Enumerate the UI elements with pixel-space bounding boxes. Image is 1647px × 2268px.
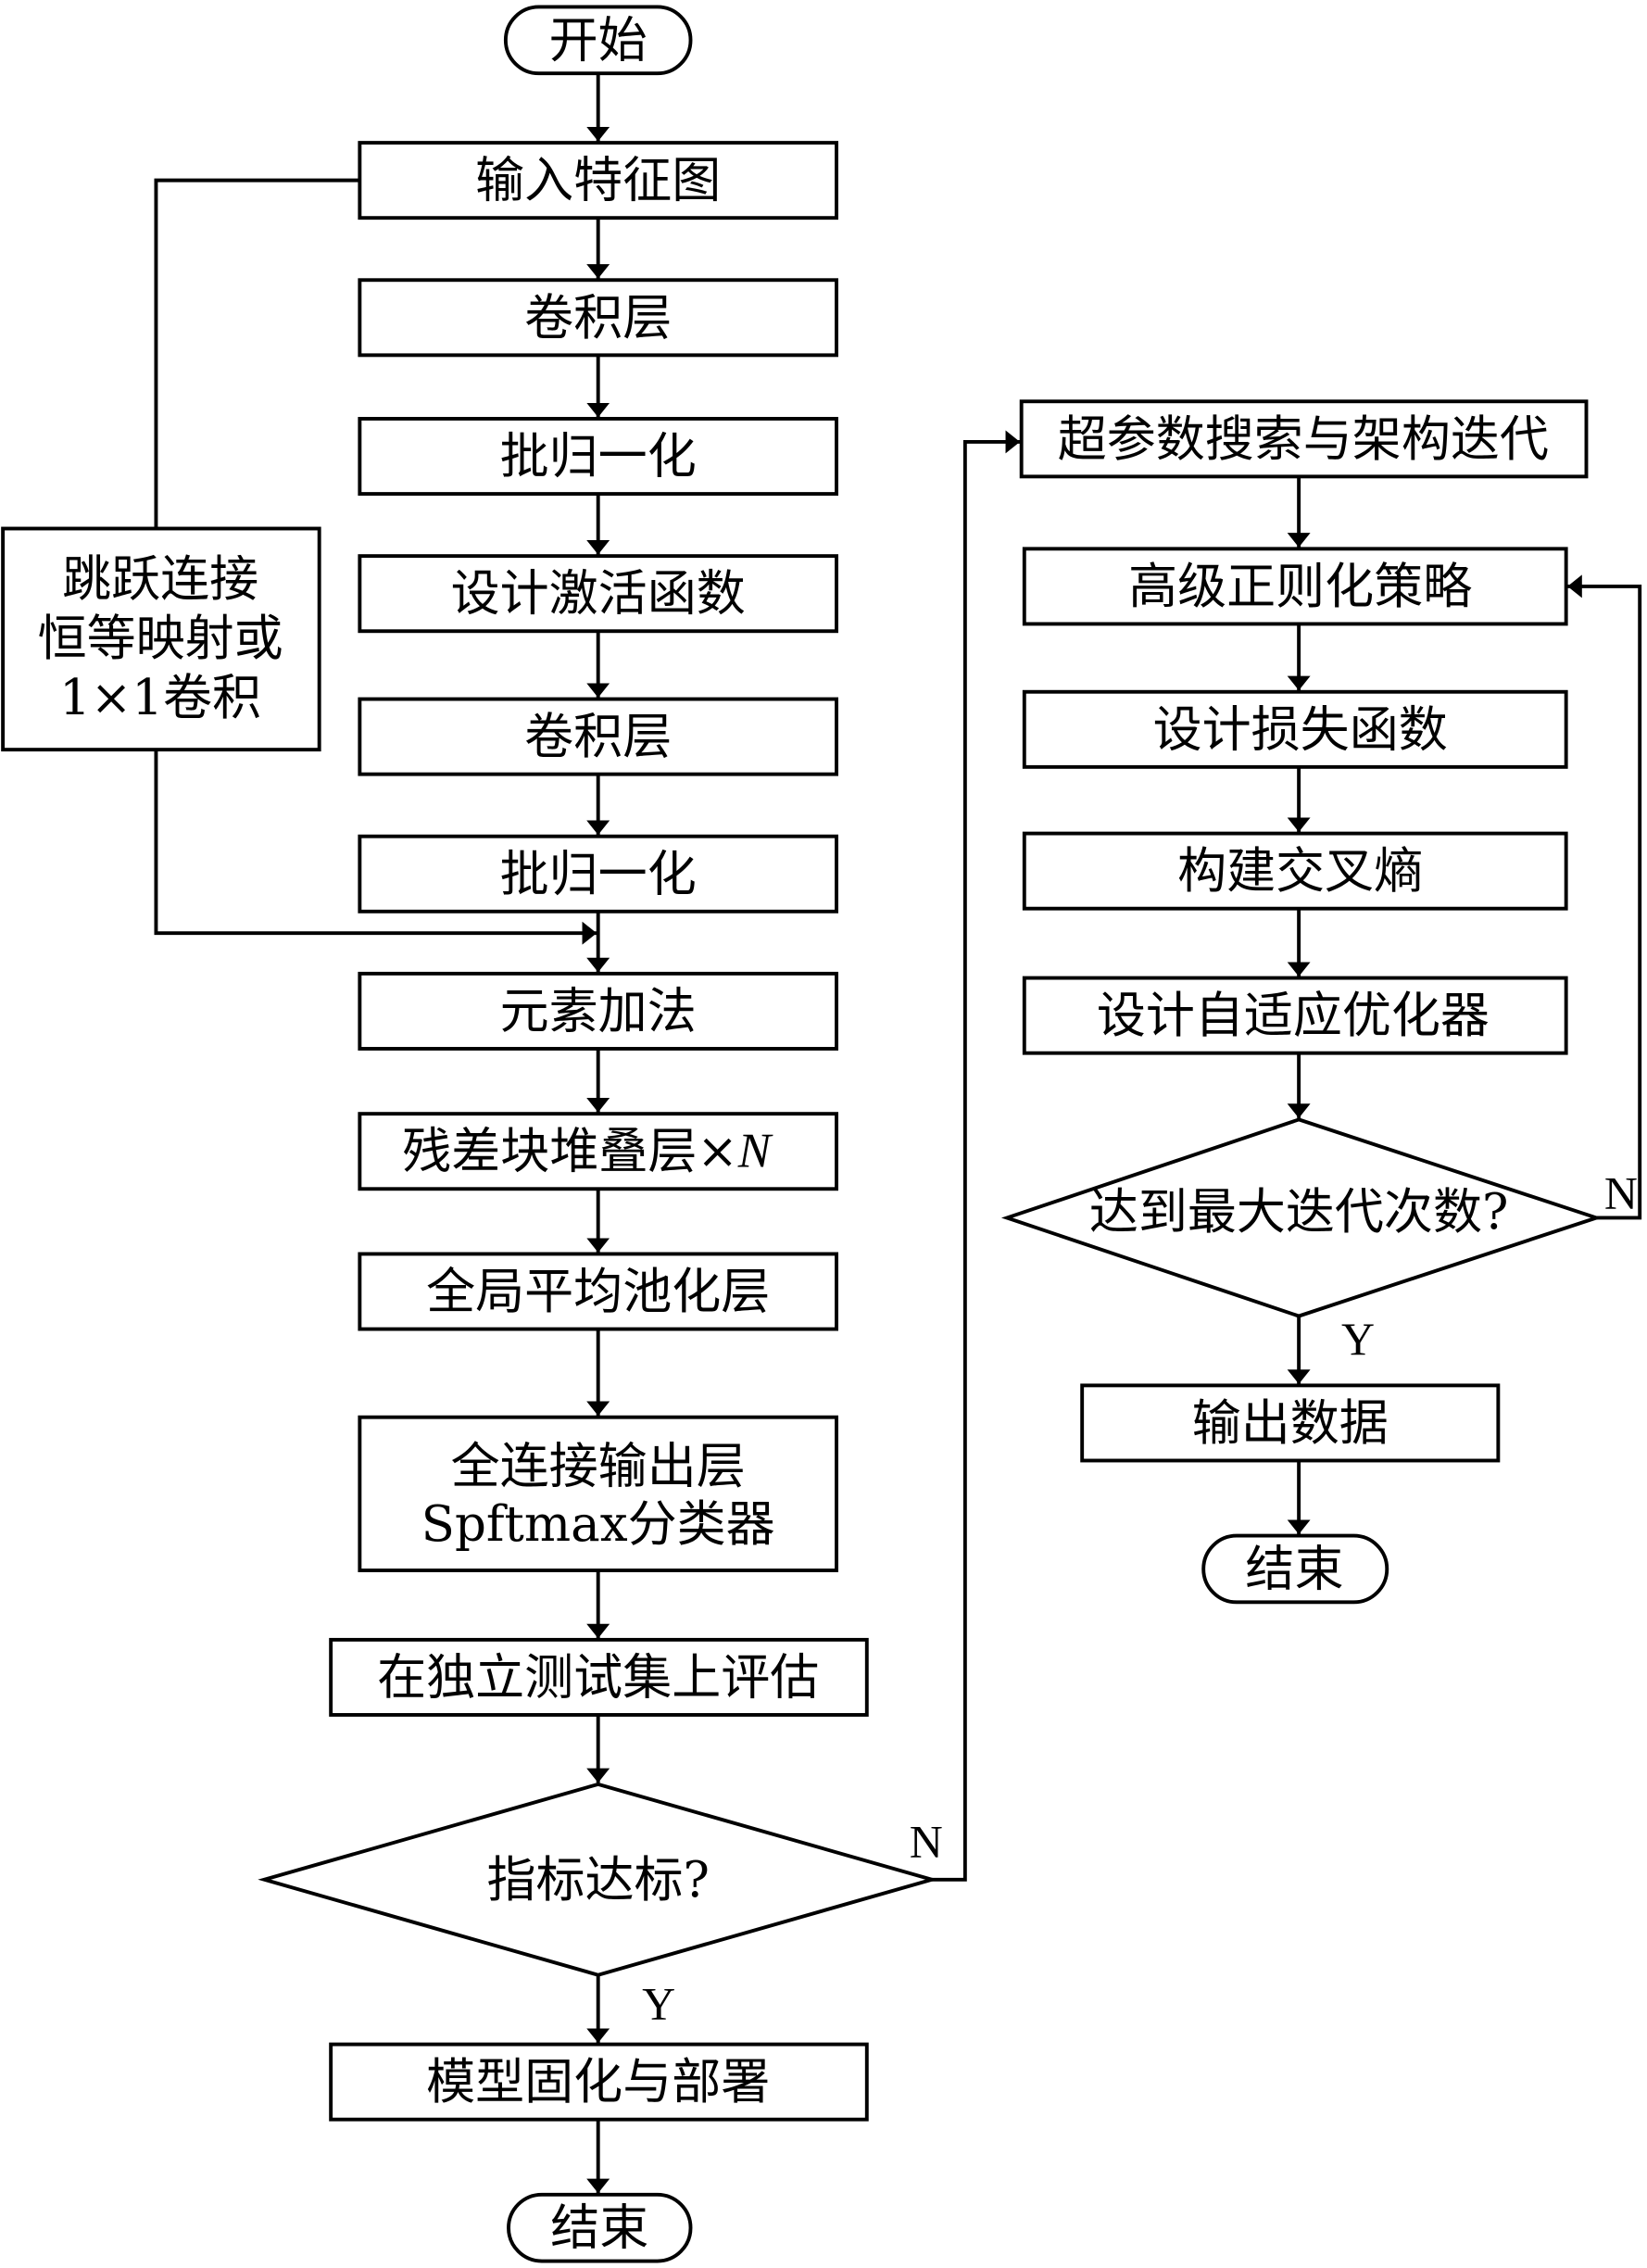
metric-decision-no-label: N (910, 1817, 943, 1868)
conv-layer-2-box: 卷积层 (358, 697, 838, 776)
element-addition-label: 元素加法 (500, 982, 697, 1040)
cross-entropy-box: 构建交叉熵 (1022, 831, 1568, 911)
evaluate-test-set-box: 在独立测试集上评估 (329, 1637, 869, 1717)
output-data-box: 输出数据 (1080, 1383, 1501, 1463)
output-data-label: 输出数据 (1192, 1394, 1389, 1452)
skip-connection-label-line2: 恒等映射或 (38, 610, 283, 667)
adaptive-optimizer-label: 设计自适应优化器 (1097, 987, 1490, 1044)
fully-connected-label-line1: 全连接输出层 (451, 1438, 746, 1495)
batch-norm-2-label: 批归一化 (500, 845, 697, 902)
evaluate-test-set-label: 在独立测试集上评估 (377, 1648, 819, 1706)
skip-connection-label-line3: 1×1卷积 (59, 669, 261, 726)
arrow-decision-no-to-search (931, 430, 1021, 1882)
metric-decision-label: 指标达标? (486, 1851, 710, 1909)
skip-connection-line-bottom (154, 750, 597, 945)
conv-layer-1-box: 卷积层 (358, 278, 838, 358)
regularization-label: 高级正则化策略 (1128, 558, 1472, 615)
regularization-box: 高级正则化策略 (1022, 547, 1568, 626)
hyperparameter-search-box: 超参数搜索与架构迭代 (1019, 399, 1589, 479)
max-iterations-decision-diamond: 达到最大迭代次数? (1000, 1117, 1603, 1318)
loss-function-label: 设计损失函数 (1153, 700, 1448, 758)
batch-norm-2-box: 批归一化 (358, 834, 838, 914)
global-avg-pool-label: 全局平均池化层 (426, 1263, 770, 1320)
adaptive-optimizer-box: 设计自适应优化器 (1022, 976, 1568, 1055)
cross-entropy-label: 构建交叉熵 (1177, 842, 1423, 900)
element-addition-box: 元素加法 (358, 971, 838, 1051)
start-label: 开始 (549, 11, 647, 69)
loss-function-box: 设计损失函数 (1022, 689, 1568, 769)
end-terminal-right: 结束 (1201, 1533, 1389, 1605)
end-label-left: 结束 (550, 2199, 648, 2257)
start-terminal: 开始 (503, 5, 693, 76)
input-feature-map-label: 输入特征图 (475, 152, 721, 209)
max-iterations-yes-label: Y (1341, 1314, 1375, 1365)
fully-connected-label-line2: Spftmax分类器 (421, 1495, 775, 1553)
hyperparameter-search-label: 超参数搜索与架构迭代 (1058, 410, 1549, 468)
global-avg-pool-box: 全局平均池化层 (358, 1252, 838, 1331)
arrow-decision-no-to-regularization (1567, 574, 1642, 1220)
metric-decision-diamond: 指标达标? (258, 1782, 939, 1977)
end-terminal-left: 结束 (507, 2192, 693, 2263)
conv-layer-1-label: 卷积层 (524, 289, 672, 346)
metric-decision-yes-label: Y (642, 1978, 675, 2029)
activation-function-label: 设计激活函数 (451, 565, 746, 623)
batch-norm-1-label: 批归一化 (500, 428, 697, 485)
skip-connection-box: 跳跃连接 恒等映射或 1×1卷积 (1, 526, 321, 752)
model-deploy-label: 模型固化与部署 (426, 2053, 770, 2110)
batch-norm-1-box: 批归一化 (358, 417, 838, 497)
residual-stack-label: 残差块堆叠层×N (402, 1123, 773, 1180)
end-label-right: 结束 (1245, 1540, 1343, 1597)
fully-connected-output-box: 全连接输出层 Spftmax分类器 (358, 1415, 838, 1572)
skip-connection-line-top (154, 178, 360, 529)
activation-function-box: 设计激活函数 (358, 554, 838, 634)
residual-stack-n: N (737, 1125, 773, 1178)
max-iterations-decision-label: 达到最大迭代次数? (1089, 1183, 1509, 1241)
input-feature-map-box: 输入特征图 (358, 141, 838, 220)
residual-stack-text: 残差块堆叠层× (402, 1123, 738, 1180)
skip-connection-label-line1: 跳跃连接 (62, 550, 258, 608)
model-deploy-box: 模型固化与部署 (329, 2042, 869, 2122)
residual-stack-box: 残差块堆叠层×N (358, 1112, 838, 1191)
max-iterations-no-label: N (1604, 1167, 1638, 1218)
conv-layer-2-label: 卷积层 (524, 708, 672, 765)
